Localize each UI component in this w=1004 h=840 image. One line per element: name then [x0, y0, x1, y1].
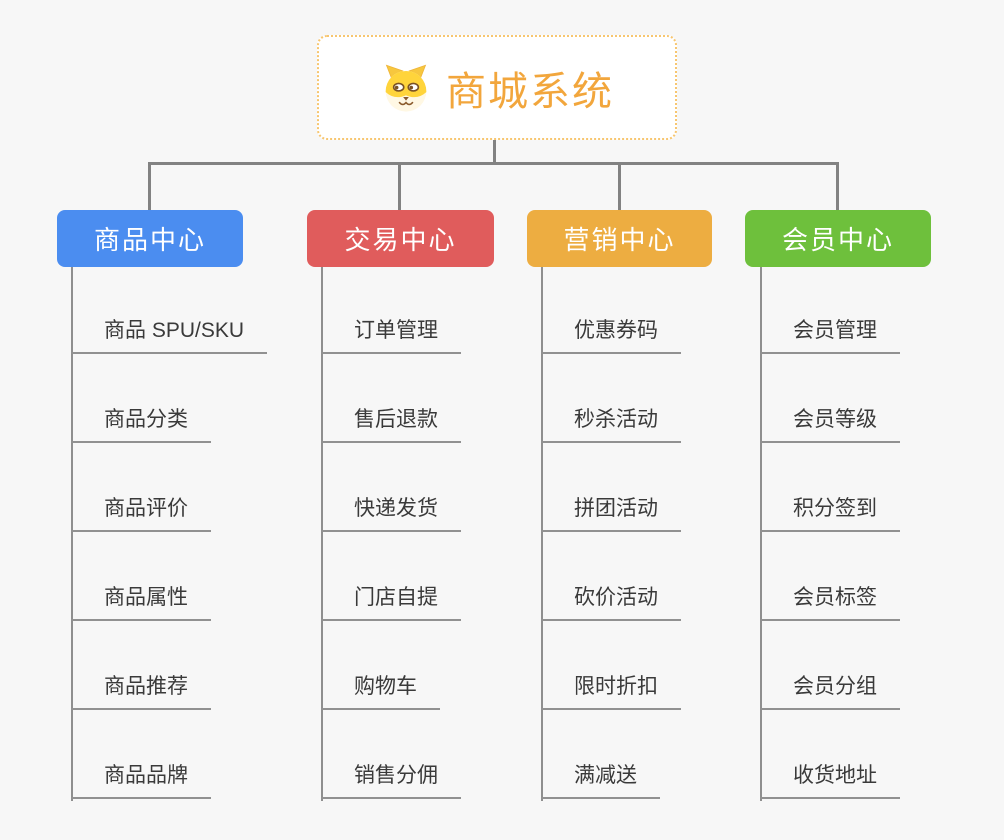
connector-line: [836, 164, 839, 210]
leaf-node[interactable]: 购物车: [321, 674, 440, 710]
leaf-node[interactable]: 快递发货: [321, 496, 461, 532]
leaf-node[interactable]: 砍价活动: [541, 585, 681, 621]
branch-trunk-line: [760, 267, 762, 801]
leaf-node[interactable]: 积分签到: [760, 496, 900, 532]
branch-trunk-line: [541, 267, 543, 801]
connector-line: [398, 164, 401, 210]
root-node[interactable]: 商城系统: [317, 35, 677, 140]
root-title: 商城系统: [446, 69, 614, 114]
branch-trunk-line: [71, 267, 73, 801]
dog-face-icon: [380, 62, 432, 114]
branch-node-member-center[interactable]: 会员中心: [745, 210, 931, 267]
leaf-node[interactable]: 商品推荐: [71, 674, 211, 710]
leaf-node[interactable]: 售后退款: [321, 407, 461, 443]
leaf-node[interactable]: 商品分类: [71, 407, 211, 443]
leaf-node[interactable]: 销售分佣: [321, 763, 461, 799]
leaf-node[interactable]: 会员标签: [760, 585, 900, 621]
leaf-node[interactable]: 秒杀活动: [541, 407, 681, 443]
leaf-node[interactable]: 收货地址: [760, 763, 900, 799]
branch-trunk-line: [321, 267, 323, 801]
connector-line: [493, 140, 496, 164]
leaf-node[interactable]: 商品 SPU/SKU: [71, 318, 268, 354]
leaf-node[interactable]: 商品品牌: [71, 763, 211, 799]
connector-line: [148, 164, 151, 210]
leaf-node[interactable]: 优惠券码: [541, 318, 681, 354]
leaf-node[interactable]: 会员等级: [760, 407, 900, 443]
leaf-node[interactable]: 限时折扣: [541, 674, 681, 710]
leaf-node[interactable]: 满减送: [541, 763, 660, 799]
leaf-node[interactable]: 会员管理: [760, 318, 900, 354]
leaf-node[interactable]: 门店自提: [321, 585, 461, 621]
leaf-node[interactable]: 商品属性: [71, 585, 211, 621]
leaf-node[interactable]: 会员分组: [760, 674, 900, 710]
branch-node-trade-center[interactable]: 交易中心: [307, 210, 494, 267]
leaf-node[interactable]: 拼团活动: [541, 496, 681, 532]
branch-node-product-center[interactable]: 商品中心: [57, 210, 243, 267]
leaf-node[interactable]: 订单管理: [321, 318, 461, 354]
connector-line: [148, 162, 839, 165]
leaf-node[interactable]: 商品评价: [71, 496, 211, 532]
connector-line: [618, 164, 621, 210]
branch-node-marketing-center[interactable]: 营销中心: [527, 210, 712, 267]
